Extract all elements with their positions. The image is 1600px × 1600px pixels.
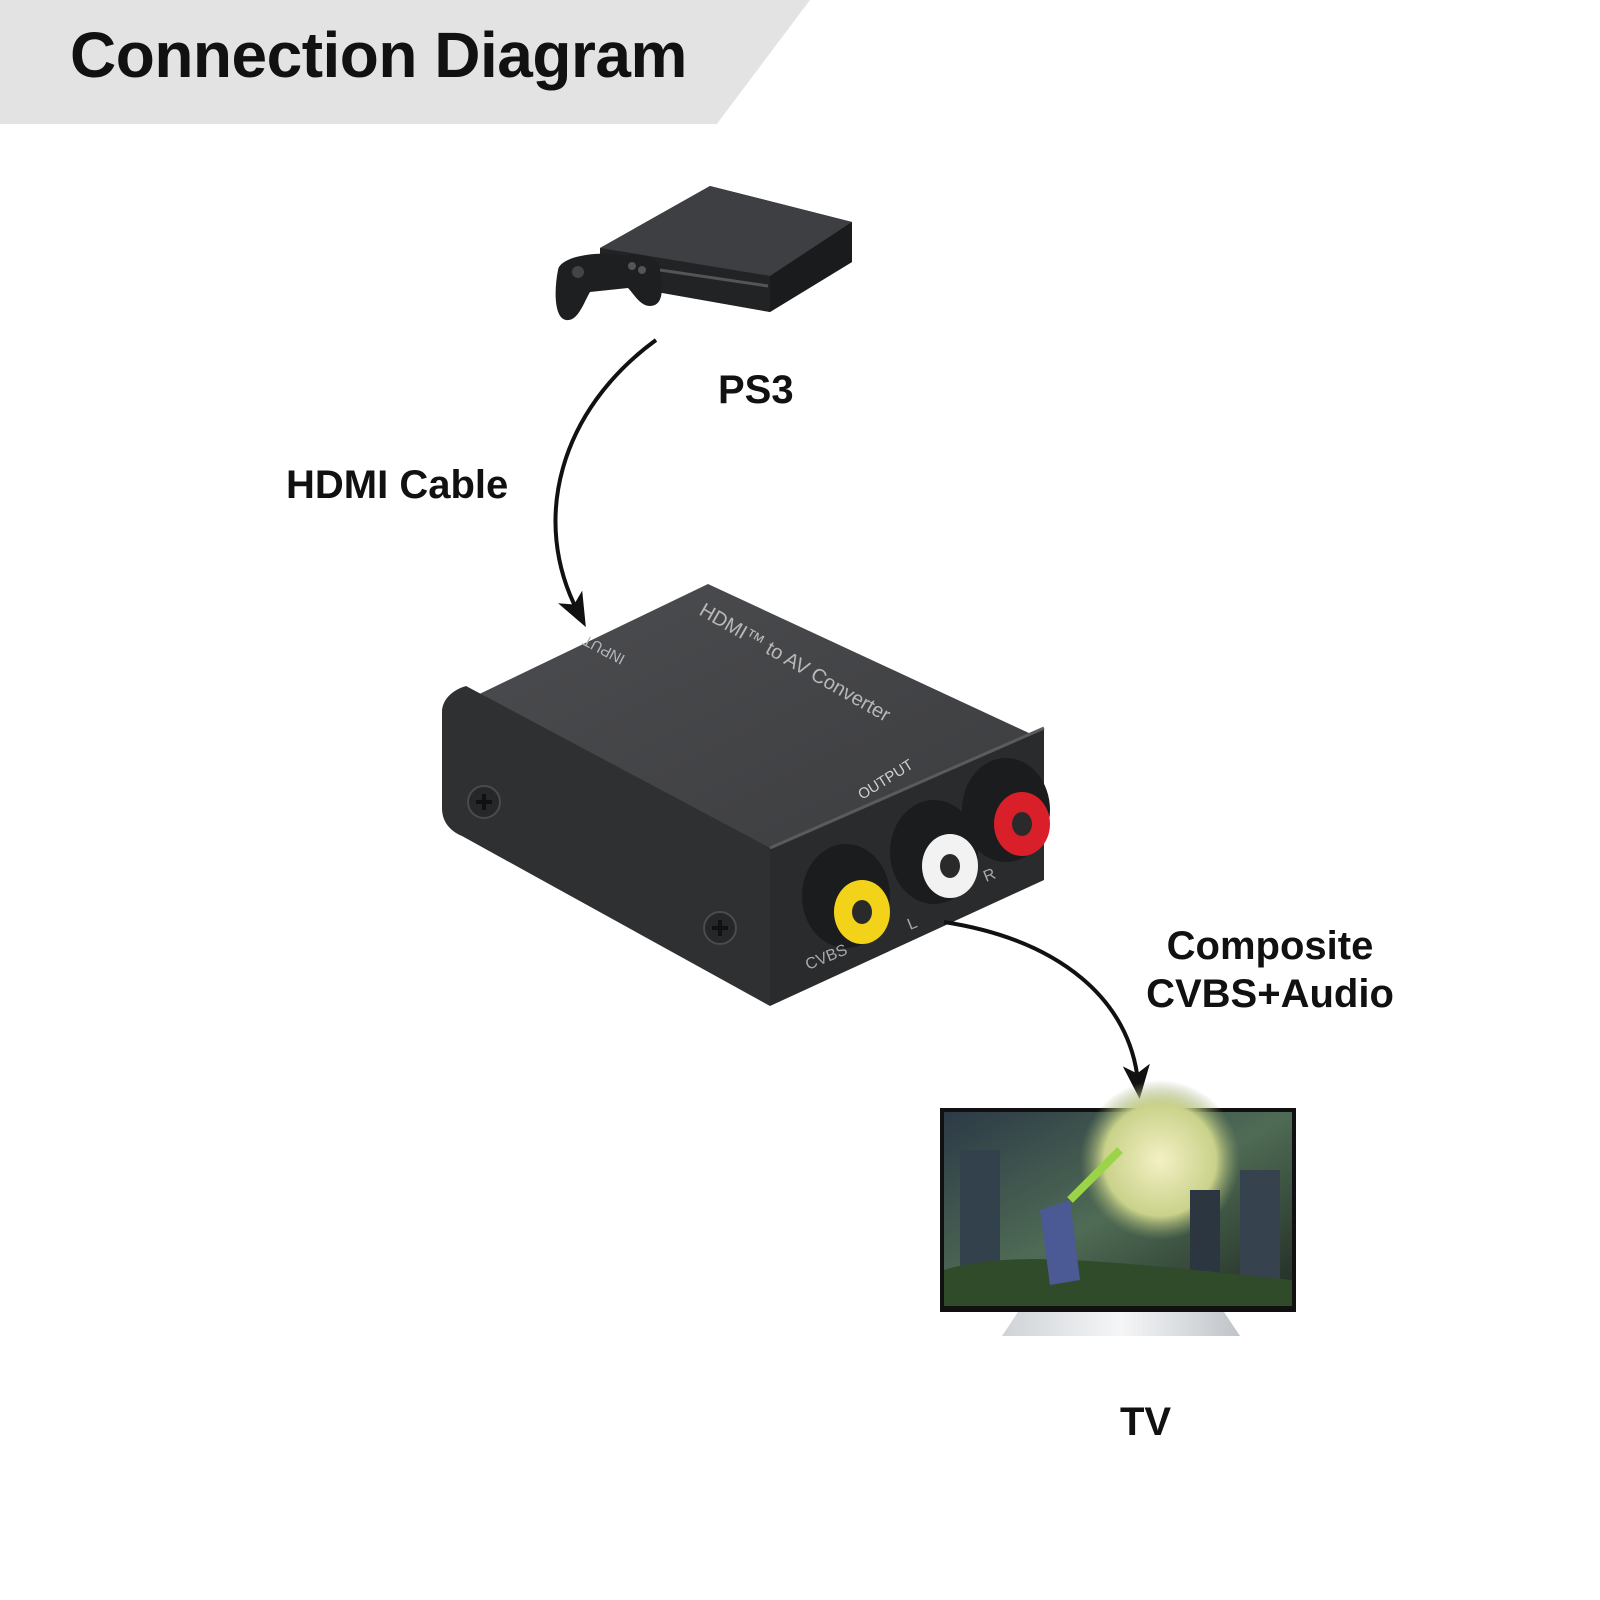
rca-right-jack xyxy=(962,758,1050,862)
output-signal-label: Composite CVBS+Audio xyxy=(1140,922,1400,1018)
hdmi-cable-arrow xyxy=(553,338,658,628)
page-title: Connection Diagram xyxy=(70,19,687,91)
input-cable-label: HDMI Cable xyxy=(286,463,509,507)
converter-box-icon xyxy=(442,584,1045,1006)
rca-video-jack xyxy=(802,844,890,948)
rca-left-jack xyxy=(890,800,978,904)
output-signal-line2: CVBS+Audio xyxy=(1146,972,1394,1016)
game-console-icon xyxy=(600,186,852,312)
output-signal-line1: Composite xyxy=(1166,924,1374,968)
television-icon xyxy=(940,1080,1296,1336)
composite-output-arrow xyxy=(943,920,1150,1099)
source-device-label: PS3 xyxy=(718,368,794,412)
game-controller-icon xyxy=(555,253,662,321)
sink-device-label: TV xyxy=(1120,1400,1172,1444)
title-banner xyxy=(0,0,810,124)
